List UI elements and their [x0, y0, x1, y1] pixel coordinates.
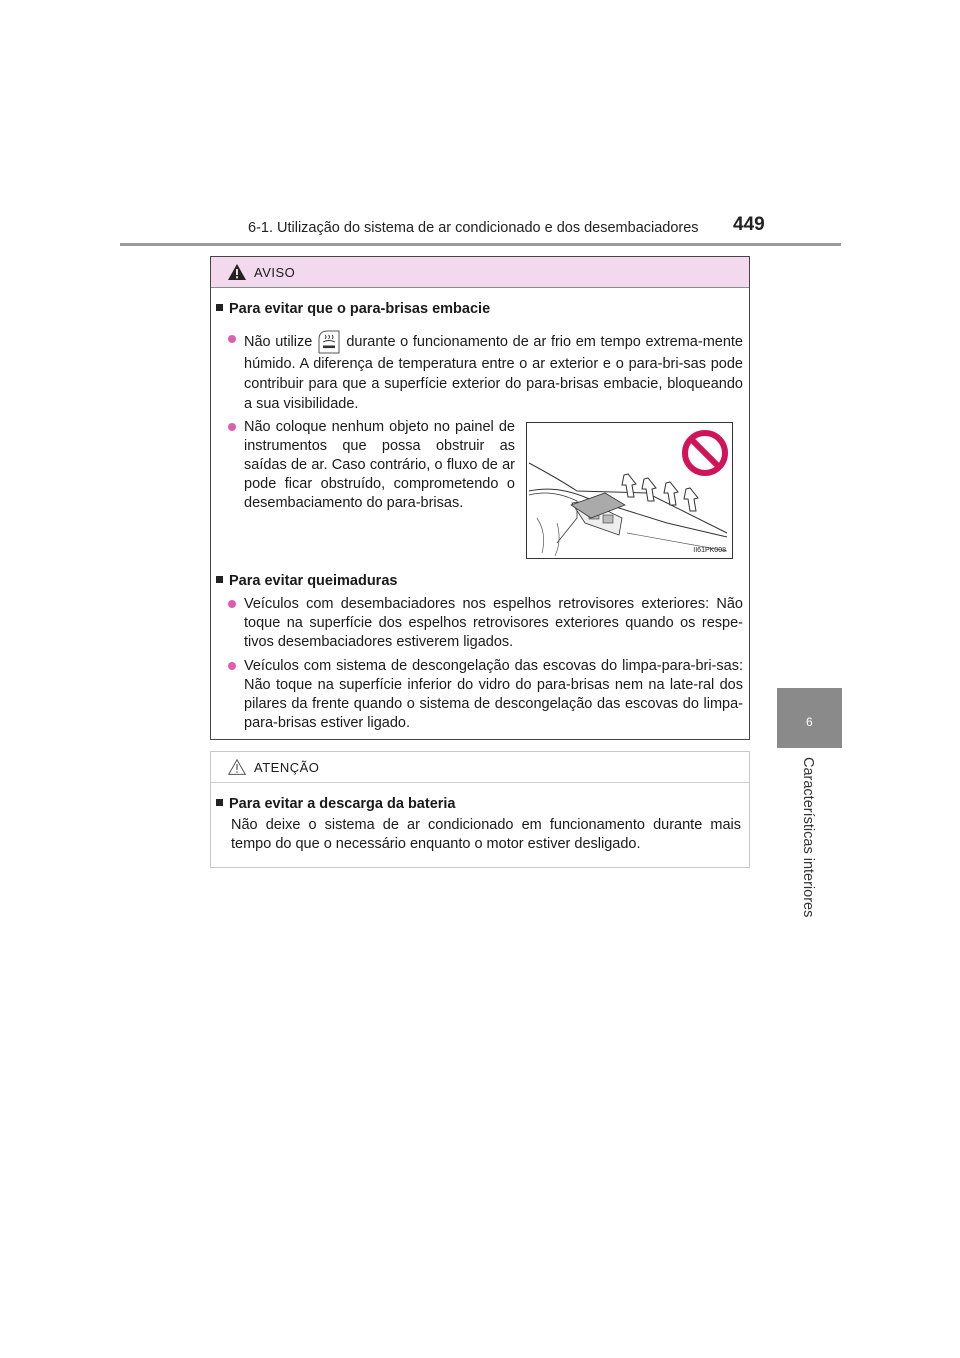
bullet-dot-icon	[228, 600, 236, 608]
front-defroster-icon	[318, 330, 340, 354]
caution-triangle-icon	[228, 759, 246, 775]
warning-header: AVISO	[211, 257, 749, 288]
caution-label: ATENÇÃO	[254, 760, 320, 775]
bullet-dot-icon	[228, 423, 236, 431]
warning-triangle-icon	[228, 264, 246, 280]
section-title-burns: Para evitar queimaduras	[216, 573, 397, 589]
square-bullet-icon	[216, 799, 223, 806]
chapter-tab: 6	[777, 688, 842, 748]
warning-box: AVISO Para evitar que o para-brisas emba…	[210, 256, 750, 740]
section-title-text: Para evitar que o para-brisas embacie	[229, 301, 491, 317]
bullet-dashboard-objects: Não coloque nenhum objeto no painel de i…	[228, 418, 515, 513]
battery-text: Não deixe o sistema de ar condicionado e…	[231, 817, 741, 852]
bullet-text-after: durante o funcionamento de ar frio em te…	[244, 334, 743, 412]
bullet-text-before: Não utilize	[244, 334, 313, 350]
caution-box: ATENÇÃO Para evitar a descarga da bateri…	[210, 751, 750, 868]
section-title-fogging: Para evitar que o para-brisas embacie	[216, 301, 490, 317]
dashboard-drawing	[528, 430, 728, 557]
section-title-text: Para evitar queimaduras	[229, 573, 398, 589]
bullet-text: Veículos com sistema de descongelação da…	[244, 658, 743, 731]
bullet-mirror-defroster: Veículos com desembaciadores nos espelho…	[228, 595, 743, 652]
bullet-dot-icon	[228, 662, 236, 670]
warning-label: AVISO	[254, 265, 296, 280]
bullet-dot-icon	[228, 335, 236, 343]
section-title-text: Para evitar a descarga da bateria	[229, 796, 456, 812]
caution-header: ATENÇÃO	[211, 752, 749, 783]
bullet-text: Não coloque nenhum objeto no painel de i…	[244, 419, 515, 511]
bullet-text: Veículos com desembaciadores nos espelho…	[244, 596, 743, 650]
page-number: 449	[733, 214, 765, 235]
dashboard-illustration: II61PK008	[526, 422, 733, 559]
prohibition-icon	[682, 430, 728, 476]
header-rule	[120, 243, 841, 246]
square-bullet-icon	[216, 304, 223, 311]
section-title-battery: Para evitar a descarga da bateria	[216, 796, 456, 812]
bullet-front-defroster: Não utilize durante o funcionamento de a…	[228, 330, 743, 414]
chapter-number: 6	[806, 715, 813, 729]
bullet-wiper-deicer: Veículos com sistema de descongelação da…	[228, 657, 743, 733]
square-bullet-icon	[216, 576, 223, 583]
illustration-code: II61PK008	[693, 547, 726, 554]
chapter-title: Características interiores	[800, 757, 816, 918]
section-header: 6-1. Utilização do sistema de ar condici…	[248, 220, 699, 236]
